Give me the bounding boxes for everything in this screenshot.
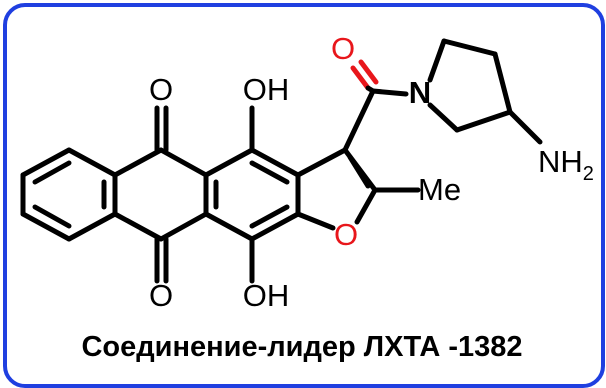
atom-me: Me <box>418 172 461 207</box>
bonds <box>20 38 543 284</box>
atom-o-bottom: O <box>149 278 173 313</box>
atom-o-carbonyl: O <box>331 31 355 66</box>
atom-nh2: NH2 <box>538 144 594 185</box>
atom-oh-bottom: OH <box>243 278 290 313</box>
atom-o-top: O <box>149 72 173 107</box>
atom-oh-top: OH <box>243 72 290 107</box>
atom-o-furan: O <box>334 217 358 252</box>
nh2-text: NH <box>538 144 583 179</box>
atom-n-pyrrolidine: N <box>409 75 431 110</box>
compound-caption: Соединение-лидер ЛХТА -1382 <box>81 331 522 363</box>
nh2-subscript: 2 <box>583 163 594 185</box>
amide-carbonyl-bond <box>350 59 379 94</box>
